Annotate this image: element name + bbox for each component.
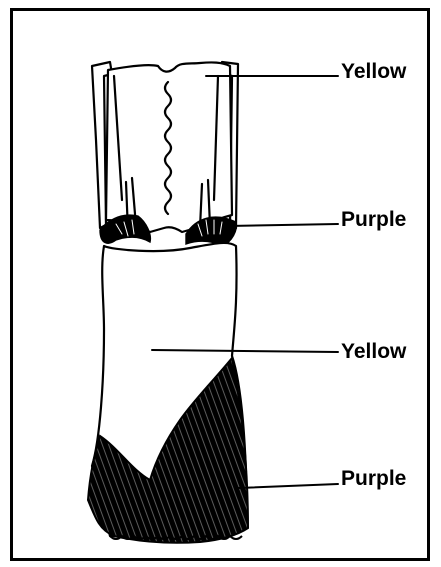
leader-line-2 bbox=[228, 224, 338, 226]
label-purple-waist: Purple bbox=[341, 208, 406, 232]
label-purple-hem: Purple bbox=[341, 467, 406, 491]
label-yellow-skirt: Yellow bbox=[341, 340, 406, 364]
label-yellow-bodice: Yellow bbox=[341, 60, 406, 84]
bodice bbox=[92, 62, 238, 232]
leader-line-4 bbox=[238, 484, 338, 488]
